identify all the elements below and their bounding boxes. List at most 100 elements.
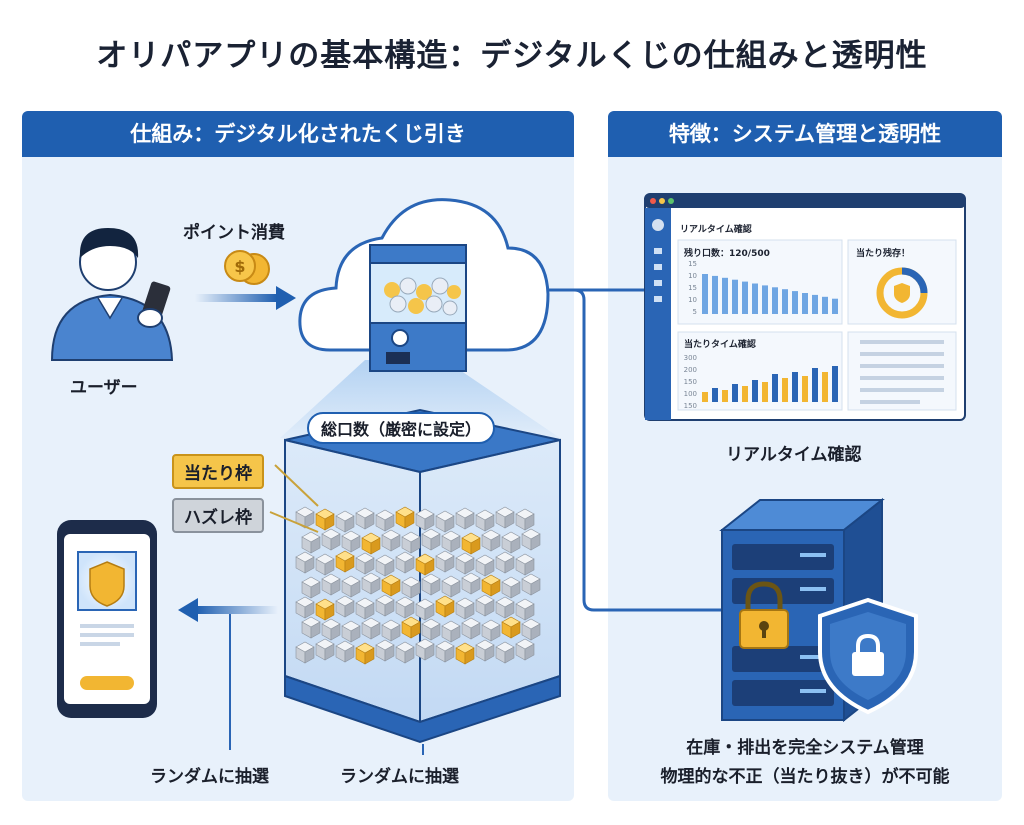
bar — [722, 390, 728, 402]
lose-cube — [401, 531, 421, 554]
bar — [742, 386, 748, 402]
server-caption-2: 物理的な不正（当たり抜き）が不可能 — [660, 767, 950, 787]
bar — [822, 296, 828, 314]
lose-cube — [461, 572, 481, 595]
remaining-count: 残り口数：120/500 — [684, 249, 770, 259]
tag-leaders — [269, 464, 319, 533]
lose-cube — [315, 553, 335, 576]
ytick-label: 200 — [683, 366, 697, 374]
lose-cube — [361, 617, 381, 640]
lose-cube — [341, 530, 361, 553]
connector-lines — [540, 288, 735, 612]
lose-cube — [301, 616, 321, 639]
hit-time-check: 当たりタイム確認 — [684, 340, 756, 350]
lose-cube — [455, 597, 475, 620]
lose-cube — [341, 620, 361, 643]
bar — [792, 372, 798, 402]
bar — [762, 382, 768, 402]
lose-cube — [421, 618, 441, 641]
total-slots-label: 総口数（厳密に設定） — [307, 412, 496, 444]
right-panel-header: 特徴：システム管理と透明性 — [608, 111, 1002, 157]
bar — [752, 380, 758, 402]
lose-cube — [375, 639, 395, 662]
bar — [772, 287, 778, 314]
bar — [802, 293, 808, 314]
ytick-label: 10 — [688, 296, 697, 304]
lose-cube — [395, 641, 415, 664]
user-label: ユーザー — [70, 378, 138, 398]
ytick-label: 150 — [683, 378, 697, 386]
security-shield-icon — [818, 597, 918, 715]
lose-cube — [395, 551, 415, 574]
lose-cube — [475, 554, 495, 577]
lose-cube — [495, 641, 515, 664]
lose-cube — [421, 573, 441, 596]
hit-remaining: 当たり残存！ — [856, 249, 911, 259]
win-cube — [395, 506, 415, 529]
ytick-label: 15 — [688, 260, 697, 268]
lose-cube — [335, 595, 355, 618]
lose-cube — [475, 639, 495, 662]
ytick-label: 15 — [688, 284, 697, 292]
lose-cube — [295, 596, 315, 619]
lose-cube — [481, 619, 501, 642]
lose-cube — [435, 550, 455, 573]
bar — [752, 283, 758, 314]
lose-cube — [321, 528, 341, 551]
lose-cube — [381, 619, 401, 642]
lose-cube — [435, 640, 455, 663]
win-slot-tag: 当たり枠 — [172, 454, 264, 489]
win-cube — [501, 616, 521, 639]
lose-cube — [495, 596, 515, 619]
lose-cube — [515, 508, 535, 531]
win-cube — [381, 574, 401, 597]
lose-cube — [375, 554, 395, 577]
bar — [772, 374, 778, 402]
bar — [712, 388, 718, 402]
lose-cube — [501, 531, 521, 554]
lose-cube — [441, 620, 461, 643]
ytick-label: 5 — [692, 308, 697, 316]
lose-cube — [375, 594, 395, 617]
lose-cube — [475, 594, 495, 617]
lose-cube — [515, 638, 535, 661]
coin-icon: $ — [224, 250, 270, 285]
bar — [782, 289, 788, 314]
bar — [732, 384, 738, 402]
lose-cube — [361, 572, 381, 595]
win-cube — [355, 642, 375, 665]
lose-cube — [481, 529, 501, 552]
lose-cube — [395, 596, 415, 619]
phone-icon — [57, 520, 157, 718]
win-cube — [315, 598, 335, 621]
dashboard-title: リアルタイム確認 — [680, 225, 752, 235]
win-cube — [401, 616, 421, 639]
bar — [792, 291, 798, 314]
realtime-label: リアルタイム確認 — [726, 445, 862, 465]
lose-cube — [521, 528, 541, 551]
lose-cube — [455, 507, 475, 530]
lose-cube — [401, 576, 421, 599]
draw-label-left: ランダムに抽選 — [150, 767, 269, 787]
lose-cube — [301, 576, 321, 599]
lose-cube — [501, 576, 521, 599]
draw-label-right: ランダムに抽選 — [340, 767, 459, 787]
bar — [812, 368, 818, 402]
lose-cube — [295, 551, 315, 574]
arrow-to-cloud — [195, 286, 296, 310]
lose-cube — [415, 508, 435, 531]
win-cube — [461, 532, 481, 555]
ytick-label: 300 — [683, 354, 697, 362]
lose-cube — [415, 598, 435, 621]
lose-cube — [415, 638, 435, 661]
bar — [702, 392, 708, 402]
ytick-label: 100 — [683, 390, 697, 398]
win-cube — [335, 550, 355, 573]
gacha-machine-icon — [369, 244, 467, 372]
lose-cube — [335, 640, 355, 663]
lose-cube — [421, 528, 441, 551]
bar — [712, 275, 718, 314]
